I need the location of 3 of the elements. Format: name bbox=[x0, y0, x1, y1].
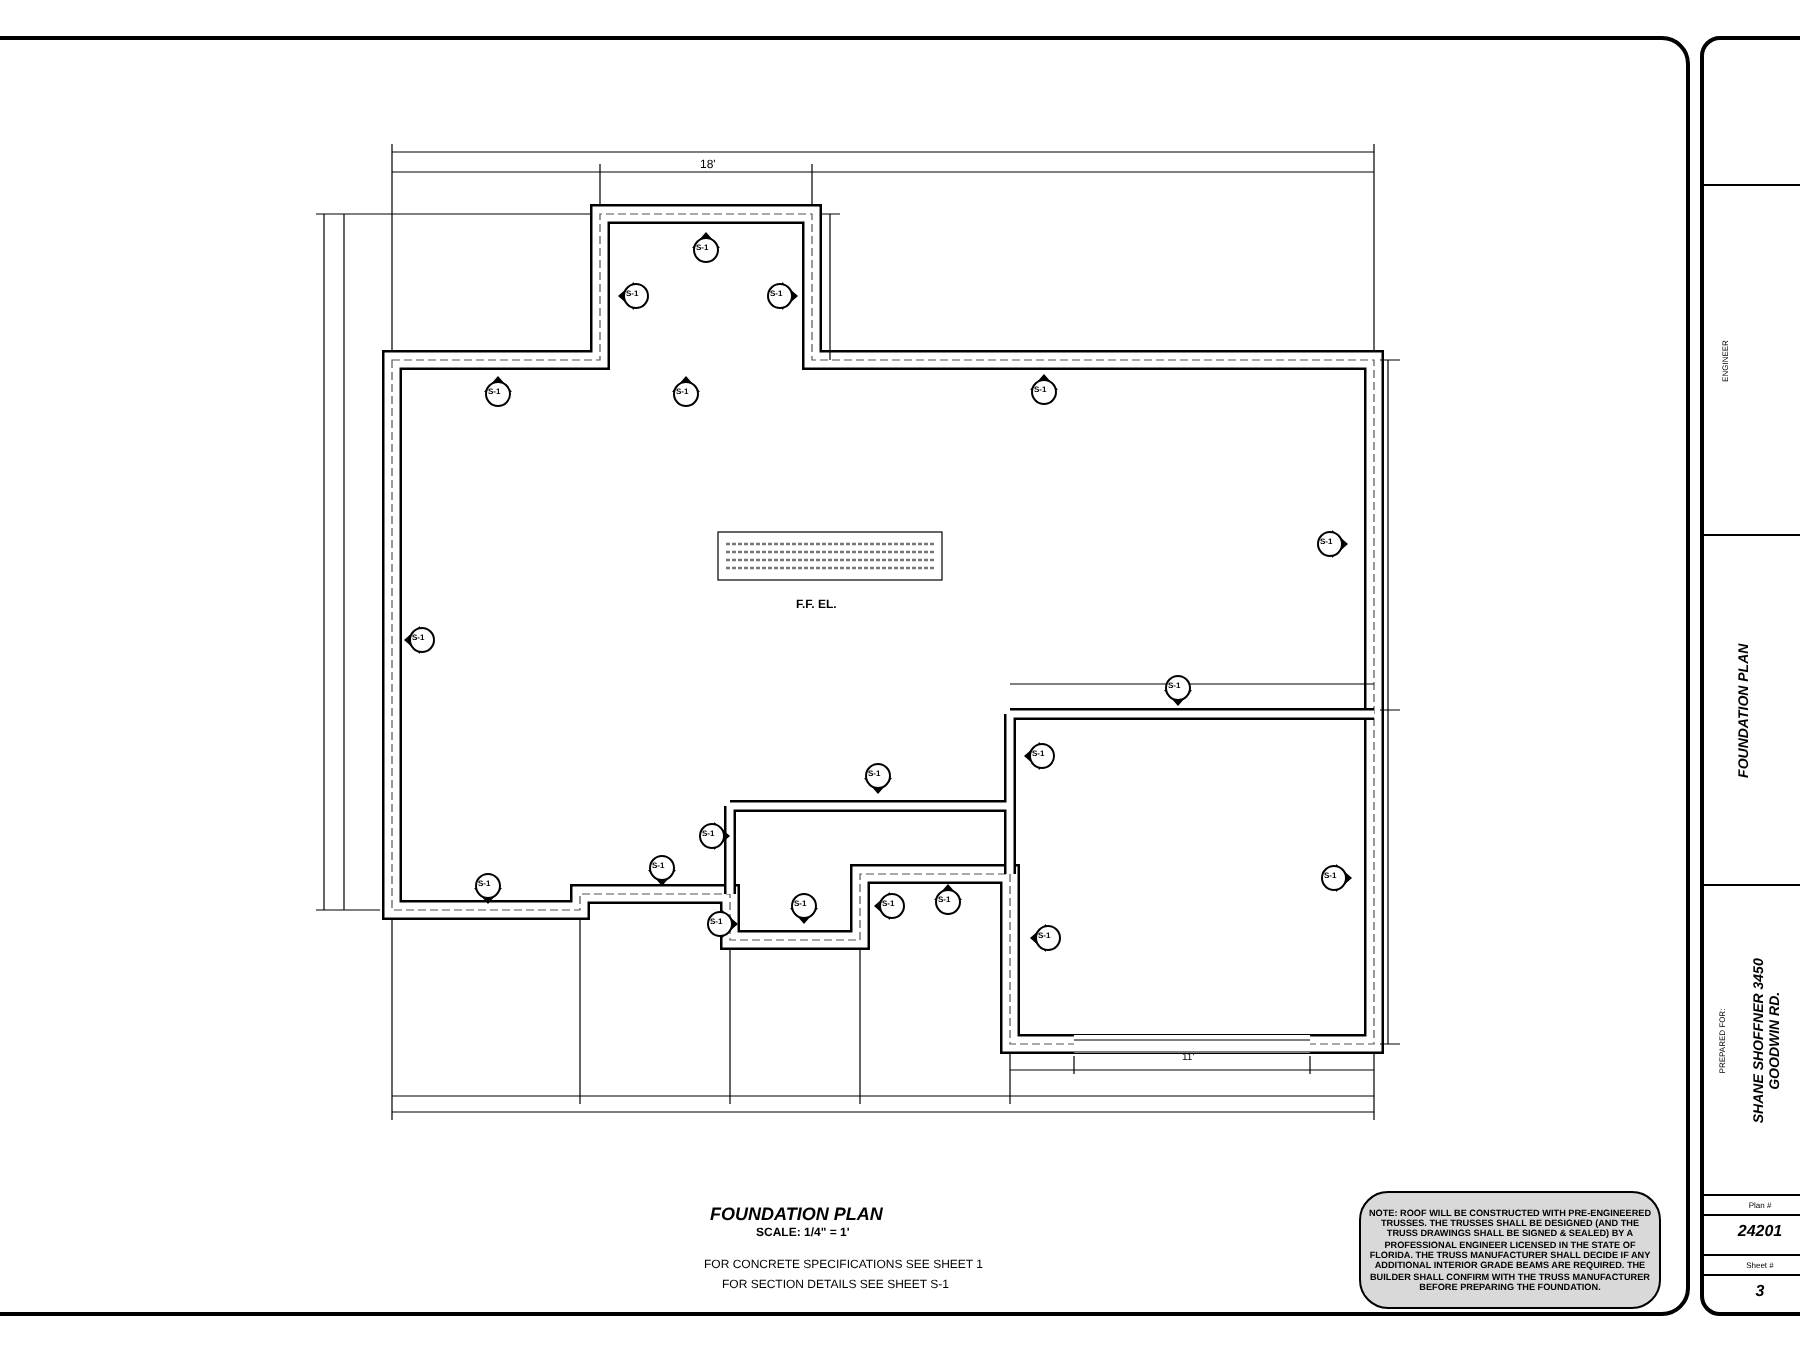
sheet-number: 3 bbox=[1755, 1284, 1765, 1300]
plan-number: 24201 bbox=[1737, 1224, 1783, 1240]
title-text: FOUNDATION PLAN bbox=[710, 1206, 883, 1224]
